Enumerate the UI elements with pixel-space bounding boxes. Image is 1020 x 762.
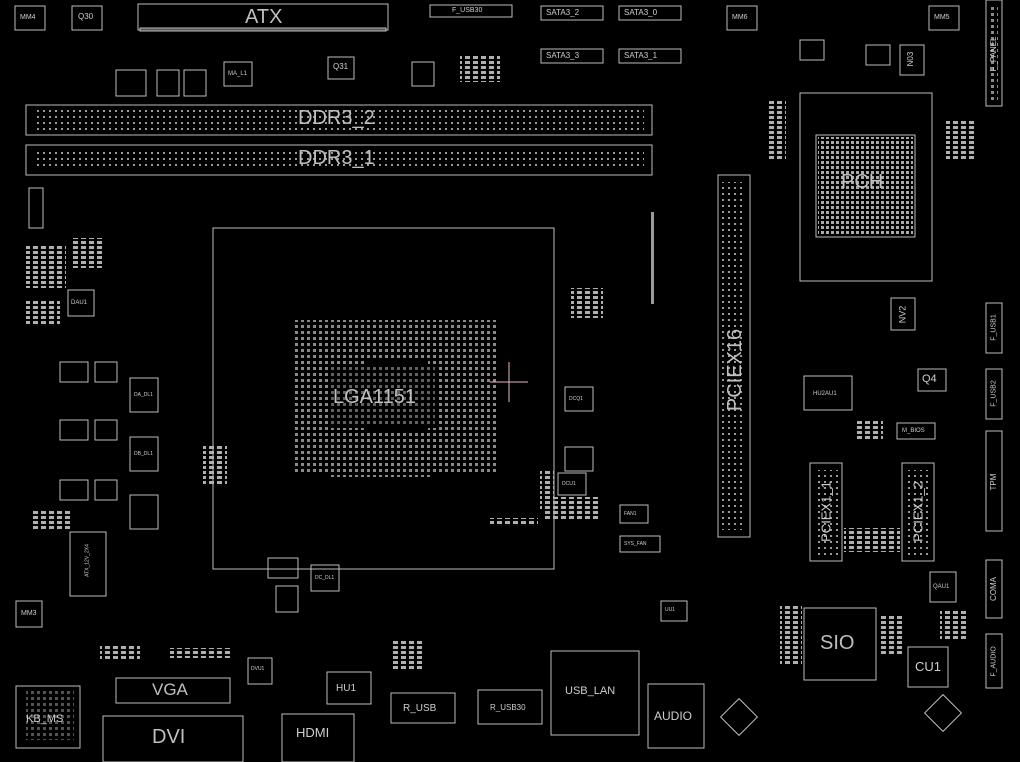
audio-label: AUDIO: [654, 709, 693, 723]
dau1-label: DAU1: [71, 300, 88, 306]
hdmi-label: HDMI: [296, 725, 330, 740]
sata3-2-label: SATA3_2: [546, 8, 580, 17]
fan1-label: FAN1: [624, 511, 637, 517]
mm3-label: MM3: [21, 610, 37, 617]
pciex1-1-label: PCIEX1_1: [818, 481, 834, 542]
atx-12v-label: ATX_12V_2X4: [84, 544, 91, 577]
crosshair-marker: [490, 362, 528, 402]
f-usb1-label: F_USB1: [990, 314, 998, 341]
ma-l1-label: MA_L1: [228, 71, 248, 77]
pch-outline: [799, 92, 933, 282]
da-dl1-label: DA_DL1: [134, 392, 153, 398]
uu1-label: UU1: [665, 607, 676, 613]
vga-label: VGA: [152, 680, 188, 699]
lga-pin-field: [295, 320, 498, 477]
hu1-chip: [326, 671, 372, 705]
pciex16-label: PCIEX16: [724, 328, 746, 412]
r-usb30-label: R_USB30: [490, 703, 526, 712]
usb-lan-port: [550, 650, 640, 736]
q31-label: Q31: [333, 62, 349, 71]
mm6-label: MM6: [732, 14, 748, 21]
ddr3-1-slot: [25, 144, 653, 176]
cu1-chip: [907, 646, 949, 688]
pciex1-2-label: PCIEX1_2: [910, 481, 926, 542]
ddr3-1-label: DDR3_1: [298, 147, 375, 169]
pch-label: PCH: [841, 171, 884, 193]
dvi-label: DVI: [152, 726, 186, 748]
n03-label: N03: [906, 51, 915, 67]
f-usb30-label: F_USB30: [452, 7, 483, 14]
dcu1-label: DCU1: [562, 481, 576, 487]
dc-dl1-label: DC_DL1: [315, 575, 335, 581]
sata3-0-label: SATA3_0: [624, 8, 658, 17]
hu2au1-label: HU2AU1: [813, 391, 837, 397]
db-dl1-label: DB_DL1: [134, 451, 153, 457]
atx-label: ATX: [245, 6, 283, 28]
ddr3-2-slot: [25, 104, 653, 136]
dcq1-label: DCQ1: [569, 396, 583, 402]
hdmi-port: [281, 713, 355, 762]
qau1-label: QAU1: [933, 584, 950, 590]
hu1-label: HU1: [336, 683, 357, 694]
pciex16-slot: [717, 174, 751, 538]
f-panel-label: F_PANEL: [989, 36, 998, 72]
coma-label: COMA: [989, 577, 998, 601]
kb-ms-label: KB_MS: [26, 713, 64, 725]
r-usb30-header: [477, 689, 543, 725]
pciex1-2-slot: [901, 462, 935, 562]
mm4-label: MM4: [20, 14, 36, 21]
vga-port: [115, 677, 231, 704]
audio-port: [647, 683, 705, 749]
mm5-label: MM5: [934, 14, 950, 21]
f-audio-label: F_AUDIO: [990, 646, 998, 677]
dvu1-label: DVU1: [251, 666, 265, 672]
sio-label: SIO: [820, 632, 855, 654]
pciex1-1-slot: [809, 462, 843, 562]
lga1151-socket: [212, 227, 555, 570]
usb-lan-label: USB_LAN: [565, 685, 616, 697]
r-usb-header: [390, 692, 456, 724]
sys-fan-label: SYS_FAN: [624, 541, 647, 547]
kb-ms-port: [15, 685, 81, 749]
dvi-port: [102, 715, 244, 762]
q4-label: Q4: [922, 373, 937, 385]
ddr3-2-label: DDR3_2: [298, 107, 375, 129]
r-usb-label: R_USB: [403, 703, 437, 714]
cu1-label: CU1: [915, 659, 942, 674]
m-bios-label: M_BIOS: [902, 428, 925, 434]
nv2-label: NV2: [897, 305, 908, 324]
tpm-label: TPM: [989, 473, 998, 491]
lga1151-label: LGA1151: [333, 386, 417, 408]
sata3-1-label: SATA3_1: [624, 51, 658, 60]
pch-chip: [815, 134, 916, 238]
q30-label: Q30: [78, 12, 94, 21]
f-usb2-label: F_USB2: [990, 380, 998, 407]
sata3-3-label: SATA3_3: [546, 51, 580, 60]
sio-chip: [803, 607, 877, 681]
